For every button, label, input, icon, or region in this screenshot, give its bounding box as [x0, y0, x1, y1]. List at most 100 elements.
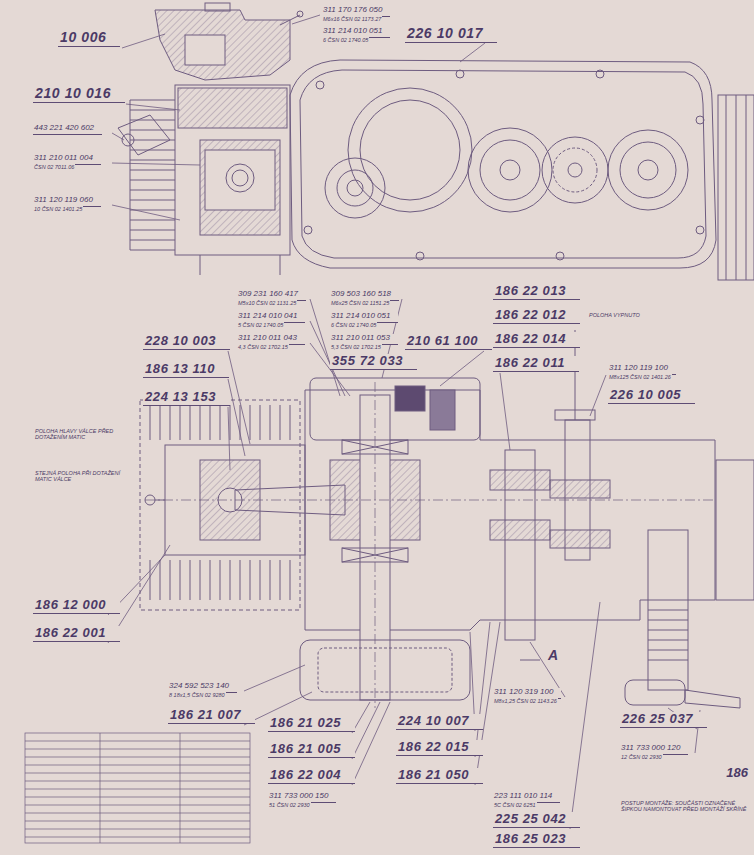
standard-designation: M8x1,25 ČSN 02 1143.26: [493, 698, 558, 704]
crankcase-side-view: [568, 163, 582, 177]
assembly-note: POLOHA HLAVY VÁLCE PŘED DOTAŽENÍM MATIC: [34, 428, 132, 440]
leader-lines: [228, 407, 230, 470]
part-number: 186 21 025: [268, 716, 355, 732]
leader-lines: [590, 375, 606, 416]
leader-lines: [112, 133, 124, 140]
crankcase-section: [395, 386, 425, 411]
leader-lines: [570, 602, 600, 829]
part-number: 226 25 037: [620, 712, 707, 728]
cylinder: [226, 164, 254, 192]
leader-lines: [112, 205, 180, 220]
leader-lines: [126, 104, 180, 110]
part-number: 226 10 017: [405, 26, 497, 43]
gearbox-section: [550, 480, 610, 498]
part-number: 443 221 420 602: [33, 124, 102, 135]
part-number: 228 10 003: [143, 334, 230, 350]
title-block-table: [100, 733, 180, 843]
leader-lines: [352, 702, 380, 759]
crankcase-side-view: [316, 81, 324, 89]
intake-spigot: [118, 115, 170, 155]
crankcase-side-view: [468, 128, 552, 212]
standard-designation: 6 ČSN 02 1740.05: [330, 322, 377, 328]
section-mark: 186: [724, 766, 750, 780]
cylinder-section: [140, 400, 300, 610]
center-lines: [145, 382, 714, 708]
cylinder-section: [150, 405, 290, 440]
carburettor: [155, 10, 290, 80]
section-mark: A: [546, 648, 560, 663]
standard-designation: 51 ČSN 02 2930: [268, 802, 311, 808]
crankcase-side-view: [290, 60, 716, 268]
crankcase-side-view: [456, 70, 464, 78]
standard-designation: M6x25 ČSN 02 1151.25: [330, 300, 390, 306]
part-number: 186 21 007: [168, 708, 255, 724]
crankcase-side-view: [290, 60, 754, 280]
crankcase-section: [300, 640, 470, 700]
standard-designation: 5 ČSN 02 1740.05: [237, 322, 284, 328]
cylinder: [130, 100, 175, 250]
crankcase-side-view: [638, 160, 658, 180]
part-number: 186 22 004: [268, 768, 355, 784]
leader-lines: [108, 15, 700, 829]
carburettor: [155, 3, 303, 80]
crankcase-side-view: [360, 100, 460, 200]
standard-designation: M5x10 ČSN 02 1131.25: [237, 300, 297, 306]
crankcase-side-view: [416, 252, 424, 260]
crankcase-section: [430, 390, 455, 430]
leader-lines: [500, 373, 510, 450]
assembly-note: STEJNÁ POLOHA PŘI DOTAŽENÍ MATIC VÁLCE: [34, 470, 132, 482]
part-number: 225 25 042: [493, 812, 580, 828]
cylinder: [232, 170, 248, 186]
engine-drawing: [25, 3, 754, 843]
cylinder-section: [150, 560, 290, 600]
part-number: 186 12 000: [33, 598, 120, 614]
crankcase-section: [310, 378, 480, 440]
leader-lines: [122, 34, 165, 48]
part-number: 210 10 016: [33, 86, 125, 103]
standard-designation: M6x16 ČSN 02 1173.27: [322, 16, 382, 22]
gearbox-section: [490, 330, 754, 708]
crankcase-section: [300, 378, 715, 700]
crankcase-side-view: [608, 130, 688, 210]
title-block-table: [25, 741, 250, 837]
standard-designation: 10 ČSN 02 1401.25: [33, 206, 83, 212]
carburettor: [297, 11, 303, 17]
part-number: 10 006: [58, 30, 120, 47]
leader-lines: [112, 163, 200, 165]
gearbox-section: [648, 610, 688, 660]
carburettor: [280, 15, 300, 25]
carburettor: [205, 3, 230, 11]
part-number: 186 22 001: [33, 626, 120, 642]
leader-lines: [460, 43, 485, 62]
crankcase-side-view: [325, 158, 385, 218]
center-lines: [375, 382, 376, 708]
cylinder: [200, 255, 201, 275]
cylinder: [175, 85, 290, 255]
gearbox-section: [716, 460, 754, 600]
gearbox-section: [648, 530, 688, 690]
leader-lines: [440, 351, 484, 386]
assembly-note: POSTUP MONTÁŽE: SOUČÁSTI OZNAČENÉ ŠIPKOU…: [620, 800, 750, 812]
part-number: 186 22 012: [493, 308, 580, 324]
leader-lines: [292, 15, 320, 24]
standard-designation: 6 ČSN 02 1740.05: [322, 37, 369, 43]
crankcase-side-view: [337, 170, 373, 206]
crankcase-side-view: [480, 140, 540, 200]
standard-designation: 4,3 ČSN 02 1702.15: [237, 344, 289, 350]
cylinder: [178, 88, 287, 128]
leader-lines: [244, 665, 305, 691]
gearbox-section: [625, 680, 685, 705]
part-number: 224 13 153: [143, 390, 230, 406]
leader-lines: [228, 379, 245, 456]
gearbox-section: [685, 690, 740, 708]
standard-designation: POLOHA VYPNUTO: [588, 312, 641, 318]
part-number: 224 10 007: [396, 714, 483, 730]
title-block-table: [25, 733, 250, 843]
crankcase-side-view: [726, 95, 746, 280]
crankcase-section: [318, 648, 452, 692]
gearbox-section: [555, 410, 595, 420]
gearbox-section: [490, 470, 550, 490]
part-number: 186 21 005: [268, 742, 355, 758]
part-number: 210 61 100: [405, 334, 492, 350]
